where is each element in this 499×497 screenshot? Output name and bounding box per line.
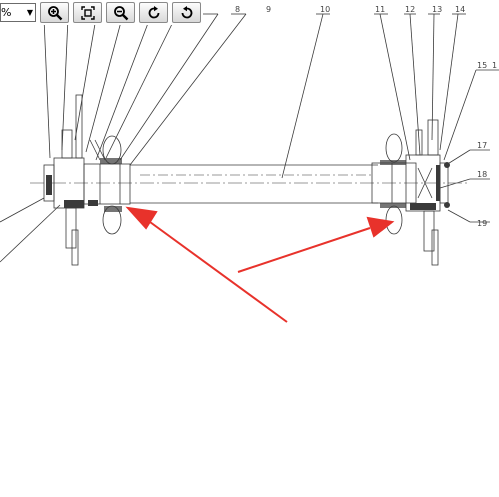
callout-label-12: 12 bbox=[405, 5, 415, 14]
callout-label-19: 19 bbox=[477, 219, 487, 228]
red-arrowhead-right bbox=[366, 216, 395, 238]
red-arrow-left bbox=[149, 221, 288, 323]
rotate-clockwise-icon bbox=[148, 5, 159, 18]
callout-label-18: 18 bbox=[477, 170, 487, 179]
callout-label-17: 17 bbox=[477, 141, 487, 150]
zoom-level-select[interactable]: % ▼ bbox=[0, 3, 36, 22]
dropdown-arrow-icon: ▼ bbox=[26, 8, 33, 17]
red-arrowhead-left bbox=[125, 206, 158, 230]
fit-page-icon bbox=[80, 5, 95, 20]
fit-page-button[interactable] bbox=[73, 2, 102, 23]
rotate-right-button[interactable] bbox=[139, 2, 168, 23]
rotate-counterclockwise-icon bbox=[181, 5, 192, 18]
zoom-out-button[interactable] bbox=[106, 2, 135, 23]
rotate-left-button[interactable] bbox=[172, 2, 201, 23]
red-arrow-right bbox=[237, 227, 371, 273]
zoom-in-icon bbox=[47, 5, 62, 20]
zoom-in-button[interactable] bbox=[40, 2, 69, 23]
callout-label-1: 1 bbox=[492, 61, 497, 70]
viewer-toolbar: % ▼ bbox=[0, 0, 201, 25]
zoom-out-icon bbox=[113, 5, 128, 20]
callout-label-9: 9 bbox=[266, 5, 271, 14]
callout-label-13: 13 bbox=[432, 5, 442, 14]
callout-label-11: 11 bbox=[375, 5, 385, 14]
callout-label-8: 8 bbox=[235, 5, 240, 14]
callout-label-10: 10 bbox=[320, 5, 330, 14]
zoom-level-value: % bbox=[1, 6, 12, 19]
callout-label-14: 14 bbox=[455, 5, 465, 14]
callout-label-15: 15 bbox=[477, 61, 487, 70]
